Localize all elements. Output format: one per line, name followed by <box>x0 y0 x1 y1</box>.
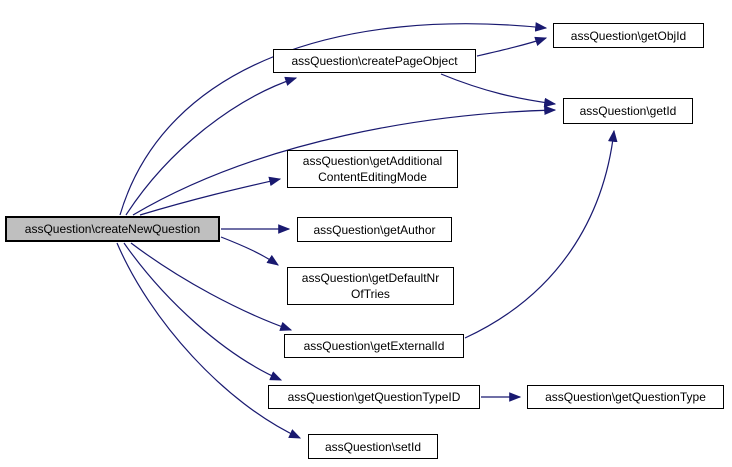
edge-createNewQuestion-getQuestionTypeID <box>123 242 283 381</box>
node-getDefaultNrOfTries[interactable]: assQuestion\getDefaultNr OfTries <box>287 267 454 305</box>
edge-createNewQuestion-getId <box>132 105 557 216</box>
edge-createNewQuestion-createPageObject <box>125 76 298 216</box>
edge-createPageObject-getId <box>440 73 557 108</box>
node-getAuthor[interactable]: assQuestion\getAuthor <box>297 217 452 242</box>
node-getAdditionalContentEditingMode[interactable]: assQuestion\getAdditional ContentEditing… <box>287 150 458 188</box>
edge-createNewQuestion-getAdditionalContentEditingMode <box>139 176 282 216</box>
node-getQuestionTypeID[interactable]: assQuestion\getQuestionTypeID <box>268 385 480 409</box>
node-createPageObject[interactable]: assQuestion\createPageObject <box>273 49 476 73</box>
edge-createNewQuestion-setId <box>116 242 302 439</box>
node-createNewQuestion[interactable]: assQuestion\createNewQuestion <box>5 216 220 242</box>
node-setId[interactable]: assQuestion\setId <box>308 434 438 459</box>
edge-getExternalId-getId <box>464 129 618 339</box>
node-getId[interactable]: assQuestion\getId <box>563 98 693 124</box>
edge-createNewQuestion-getDefaultNrOfTries <box>220 236 279 266</box>
node-getObjId[interactable]: assQuestion\getObjId <box>553 23 704 48</box>
edge-createNewQuestion-getExternalId <box>130 242 293 331</box>
node-getExternalId[interactable]: assQuestion\getExternalId <box>284 334 464 358</box>
node-getQuestionType[interactable]: assQuestion\getQuestionType <box>527 385 724 409</box>
edge-createPageObject-getObjId <box>476 36 548 57</box>
